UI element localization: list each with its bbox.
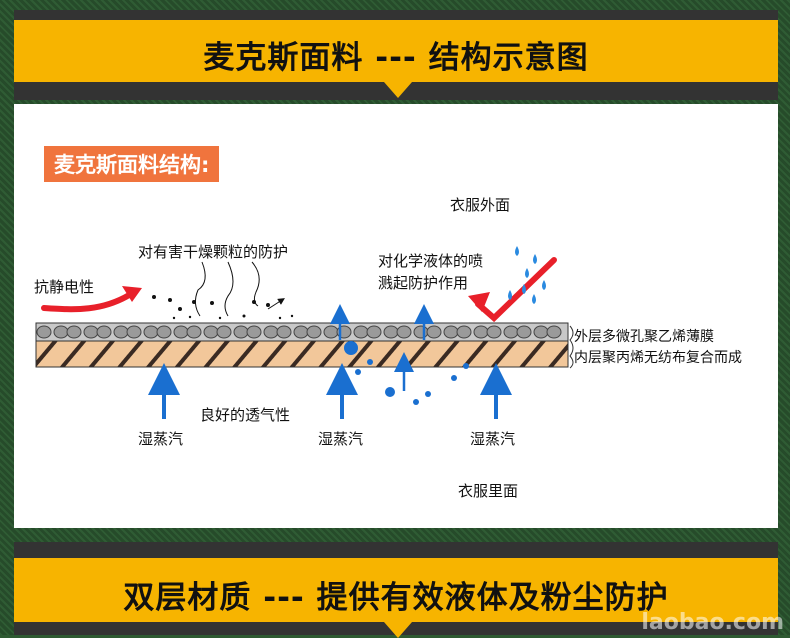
liquid-protection-label-2: 溅起防护作用 [378,274,469,292]
film-pore [323,325,339,339]
film-pore [186,325,202,339]
vapor-label-middle: 湿蒸汽 [318,430,364,448]
film-pore [486,325,502,339]
film-pore [263,325,279,339]
film-pore [396,325,412,339]
film-pore [443,325,459,339]
film-pore [203,325,219,339]
film-pore [516,325,532,339]
film-pore [456,325,472,339]
film-pore [126,325,142,339]
film-pore [113,325,129,339]
vapor-escape-arrows [330,304,434,391]
film-pore [96,325,112,339]
film-pore [216,325,232,339]
inner-nonwoven-layer [35,340,569,368]
film-pore [143,325,159,339]
film-pore [546,325,562,339]
film-pore [366,325,382,339]
footer-title: 双层材质 --- 提供有效液体及粉尘防护 [123,580,669,616]
vapor-label-right: 湿蒸汽 [470,430,516,448]
inner-face-label: 衣服里面 [458,482,519,500]
antistatic-arrow [41,289,137,313]
dust-protection-label: 对有害干燥颗粒的防护 [138,243,289,261]
film-pore [473,325,489,339]
film-pore [233,325,249,339]
splash-arrowhead [468,292,490,312]
fabric-structure-drawing [35,246,574,419]
antistatic-label: 抗静电性 [34,278,95,296]
film-pore [533,325,549,339]
liquid-drops [508,246,546,304]
page-title: 麦克斯面料 --- 结构示意图 [203,40,589,76]
breathability-label: 良好的透气性 [200,406,291,424]
inner-layer-label: 内层聚丙烯无纺布复合而成 [574,350,742,366]
film-pore [173,325,189,339]
watermark: laobao.com [641,610,784,635]
film-pores [36,325,562,339]
antistatic-arrowhead [122,286,142,302]
bottom-banner: 双层材质 --- 提供有效液体及粉尘防护 [14,542,778,638]
vapor-bubbles [344,341,469,405]
vapor-label-left: 湿蒸汽 [138,430,184,448]
splash-arrow [475,257,557,323]
film-pore [293,325,309,339]
banner-notch [384,82,412,98]
film-pore [83,325,99,339]
film-pore [503,325,519,339]
film-pore [156,325,172,339]
top-banner: 麦克斯面料 --- 结构示意图 [14,10,778,100]
film-pore [66,325,82,339]
film-pore [53,325,69,339]
dust-leader-lines [194,261,285,317]
film-pore [276,325,292,339]
film-pore [246,325,262,339]
footer-notch [384,622,412,638]
dust-particles [152,295,294,320]
film-pore [306,325,322,339]
film-pore [36,325,52,339]
liquid-protection-label-1: 对化学液体的喷 [378,252,484,270]
outer-layer-label: 外层多微孔聚乙烯薄膜 [574,329,714,345]
film-pore [426,325,442,339]
film-pore [413,325,429,339]
structure-tag: 麦克斯面料结构: [44,146,220,182]
vapor-arrows [148,363,512,419]
film-pore [353,325,369,339]
diagram-panel: 麦克斯面料结构: 衣服外面 对有害干燥颗粒的防护 对化学液体的喷 溅起防护作用 … [14,104,778,528]
film-pore [383,325,399,339]
outer-face-label: 衣服外面 [450,196,511,214]
